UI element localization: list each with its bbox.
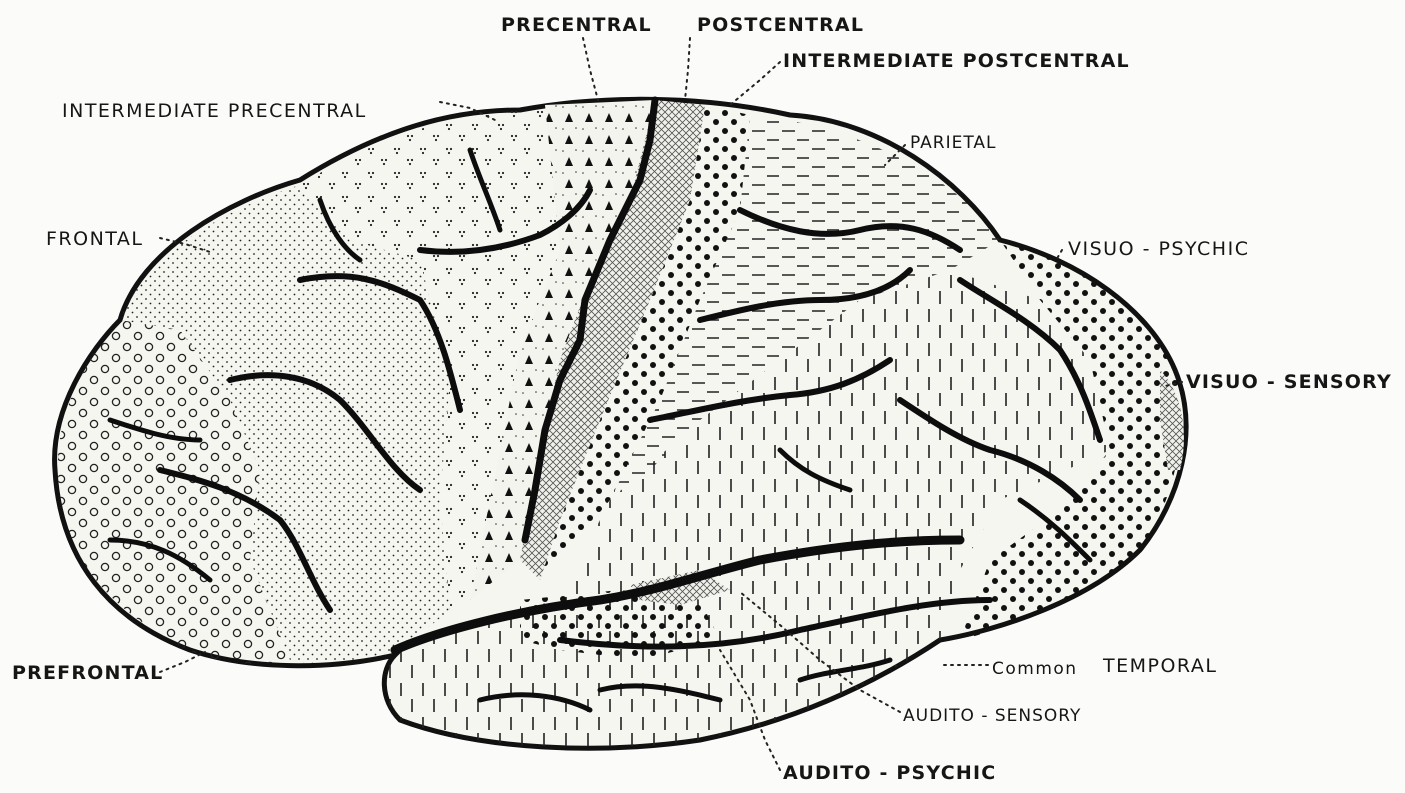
- label-frontal: FRONTAL: [46, 228, 144, 250]
- leader-precentral: [583, 38, 598, 100]
- leader-prefrontal: [160, 652, 205, 672]
- leader-intermediate-postcentral: [730, 62, 780, 105]
- leader-postcentral: [685, 38, 690, 100]
- label-parietal: PARIETAL: [910, 132, 997, 154]
- label-audito-psychic: AUDITO - PSYCHIC: [783, 762, 996, 784]
- label-visuo-sensory: VISUO - SENSORY: [1186, 371, 1392, 393]
- label-common: Common: [992, 658, 1078, 680]
- label-temporal: TEMPORAL: [1103, 655, 1217, 677]
- label-intermediate-precentral: INTERMEDIATE PRECENTRAL: [62, 100, 367, 122]
- label-audito-sensory: AUDITO - SENSORY: [903, 705, 1081, 727]
- label-intermediate-postcentral: INTERMEDIATE POSTCENTRAL: [783, 50, 1130, 72]
- label-precentral: PRECENTRAL: [501, 14, 652, 36]
- label-visuo-psychic: VISUO - PSYCHIC: [1068, 238, 1249, 260]
- label-postcentral: POSTCENTRAL: [697, 14, 864, 36]
- label-prefrontal: PREFRONTAL: [12, 662, 164, 684]
